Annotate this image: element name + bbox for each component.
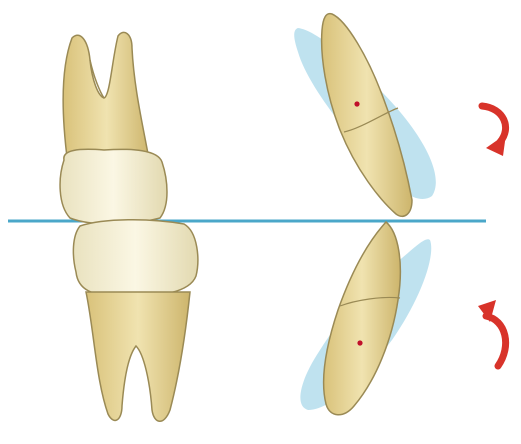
- curved-arrow-counterclockwise-icon: [478, 300, 506, 366]
- lower-molar: [73, 220, 197, 422]
- lower-molar-crown: [73, 220, 197, 297]
- upper-incisor-group: [294, 14, 436, 217]
- lower-incisor-center-dot: [357, 340, 362, 345]
- lower-molar-roots: [86, 292, 190, 421]
- lower-incisor: [324, 222, 401, 415]
- curved-arrow-clockwise-icon: [482, 106, 506, 156]
- upper-molar-roots: [63, 32, 150, 165]
- upper-incisor-center-dot: [354, 101, 359, 106]
- upper-molar-crown: [60, 149, 167, 224]
- lower-incisor-group: [300, 222, 431, 415]
- upper-molar: [60, 32, 167, 224]
